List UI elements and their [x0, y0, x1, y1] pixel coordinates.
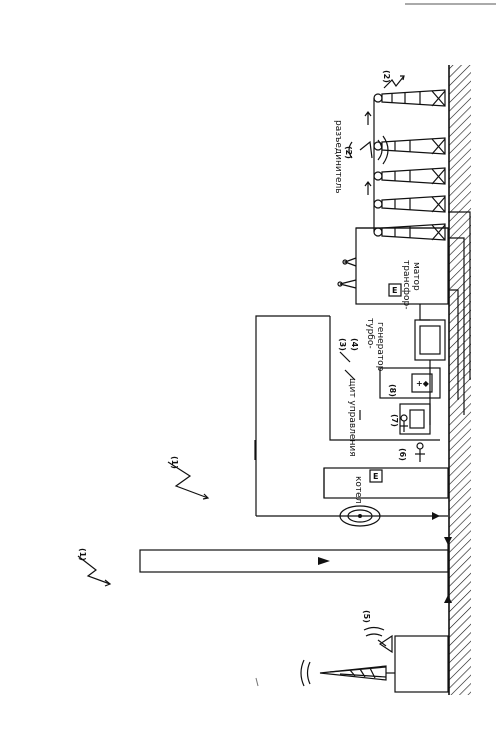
- tower-3: [373, 167, 446, 185]
- transformer-label-1: трансфор-: [401, 260, 411, 309]
- marker-2-disconnector: (2): [344, 146, 353, 159]
- transformer-label-2: матор: [411, 262, 421, 291]
- arrow-up-2: [364, 181, 372, 195]
- transformer-e-box: [388, 283, 402, 297]
- boiler: E: [254, 440, 449, 499]
- tower-4: [373, 195, 446, 213]
- turbo-label-1: турбо-: [365, 318, 375, 349]
- marker-8: (8): [388, 384, 397, 397]
- lightning-1-left: [77, 555, 112, 587]
- concentric-circles: [339, 505, 381, 527]
- boiler-e: E: [373, 472, 378, 481]
- transformer: E: [337, 227, 449, 305]
- marker-4: (4): [350, 338, 359, 351]
- lightning-1-mid: [167, 461, 210, 500]
- lightning-2-top: [383, 75, 405, 89]
- ground-strip: [448, 65, 471, 695]
- disconnector-label: разъединитель: [333, 120, 343, 194]
- tower-1: [373, 89, 446, 107]
- person-figure-6: [415, 442, 425, 462]
- transformer-e: E: [392, 286, 397, 295]
- transmission-towers: [364, 89, 446, 241]
- tower-2: [373, 137, 446, 155]
- boiler-label: котел: [353, 476, 363, 503]
- marker-7: (7): [390, 414, 399, 427]
- turbogenerator: [414, 319, 446, 361]
- control-panel-label: щит управления: [347, 378, 357, 457]
- marker-2-top: (2): [382, 70, 391, 83]
- marker-1-left: (1): [78, 548, 87, 561]
- svg-text:+◆: +◆: [416, 379, 430, 388]
- ground-arrows: [444, 537, 452, 603]
- tower-5: [373, 223, 446, 241]
- boiler-e-box: [369, 469, 383, 483]
- radio-tower-5: [300, 626, 449, 693]
- marker-1-mid: (1): [170, 456, 179, 469]
- switches-3-4: [339, 351, 356, 381]
- wiring: [329, 211, 471, 441]
- stray-mark: [255, 677, 259, 687]
- arrow-up-1: [364, 111, 372, 125]
- chimney: [139, 549, 449, 573]
- building-outline: [255, 315, 448, 520]
- marker-6: (6): [398, 448, 407, 461]
- turbo-label-2: генератор: [375, 322, 385, 372]
- marker-5: (5): [362, 610, 371, 623]
- person-figure-7: [400, 414, 408, 432]
- marker-3: (3): [338, 338, 347, 351]
- disconnector: [348, 135, 389, 165]
- control-panel: +◆: [359, 367, 441, 435]
